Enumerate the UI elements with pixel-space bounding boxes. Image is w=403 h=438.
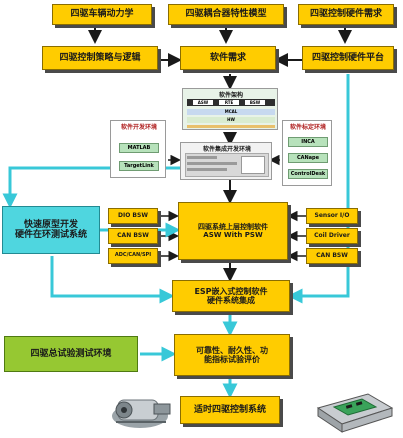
dev-tools-panel: 软件开发环境 MATLAB TargetLink [110, 120, 166, 178]
final-system-box: 适时四驱控制系统 [180, 396, 280, 424]
control-strategy-box: 四驱控制策略与逻辑 [42, 46, 158, 70]
tool-item: MATLAB [119, 143, 159, 153]
asw-line1: 四驱系统上层控制软件 [198, 222, 268, 231]
rapid-prototype-line2: 硬件在环测试系统 [14, 230, 87, 240]
adc-can-spi-box: ADC/CAN/SPI [108, 248, 158, 264]
hw-requirements-box: 四驱控制硬件需求 [298, 4, 394, 25]
hw-platform-box: 四驱控制硬件平台 [302, 46, 394, 70]
architecture-cell: BSW [245, 100, 265, 105]
sw-architecture-title: 软件架构 [218, 92, 243, 99]
architecture-cell: HW [187, 117, 275, 123]
upper-control-software-box: 四驱系统上层控制软件 ASW With PSW [178, 202, 288, 260]
reliability-evaluation-box: 可靠性、耐久性、功 能指标试验评价 [174, 334, 290, 376]
tool-item: INCA [288, 137, 328, 147]
can-bsw-left-box: CAN BSW [108, 228, 158, 244]
calibration-tools-panel: 软件标定环境 INCA CANape ControlDesk [282, 120, 332, 186]
can-bsw-right-box: CAN BSW [306, 248, 358, 264]
rapid-prototype-box: 快速原型开发 硬件在环测试系统 [2, 206, 100, 254]
rapid-prototype-line1: 快速原型开发 [23, 219, 78, 230]
reliability-line2: 能指标试验评价 [204, 355, 260, 364]
architecture-cell: ASW [193, 100, 213, 105]
tool-item: ControlDesk [288, 169, 328, 179]
sw-architecture-panel: 软件架构 ASW RTE BSW MCAL HW [182, 88, 278, 130]
tool-item: CANape [288, 153, 328, 163]
cyan-rapid-to-esp [50, 256, 175, 304]
esp-line1: ESP嵌入式控制软件 [194, 286, 268, 296]
sw-requirements-box: 软件需求 [180, 46, 276, 70]
asw-line2: ASW With PSW [203, 231, 263, 239]
dev-tools-title: 软件开发环境 [120, 124, 157, 131]
coupler-hardware-image [112, 399, 171, 428]
coupler-model-box: 四驱耦合器特性模型 [168, 4, 284, 25]
vehicle-dynamics-box: 四驱车辆动力学 [52, 4, 152, 25]
reliability-line1: 可靠性、耐久性、功 [196, 345, 268, 355]
integration-environment-panel: 软件集成开发环境 [180, 142, 272, 180]
architecture-cell: MCAL [187, 109, 275, 115]
dio-bsw-box: DIO BSW [108, 208, 158, 224]
test-environment-box: 四驱总试验测试环境 [4, 336, 138, 372]
cyan-platform-to-esp [287, 74, 350, 304]
coil-driver-box: Coil Driver [306, 228, 358, 244]
tool-item: TargetLink [119, 161, 159, 171]
sensor-io-box: Sensor I/O [306, 208, 358, 224]
esp-integration-box: ESP嵌入式控制软件 硬件系统集成 [172, 280, 290, 312]
esp-line2: 硬件系统集成 [207, 296, 255, 305]
integration-environment-title: 软件集成开发环境 [202, 146, 251, 153]
architecture-cell: RTE [219, 100, 239, 105]
calibration-tools-title: 软件标定环境 [289, 124, 326, 131]
ecu-hardware-image [316, 393, 394, 433]
